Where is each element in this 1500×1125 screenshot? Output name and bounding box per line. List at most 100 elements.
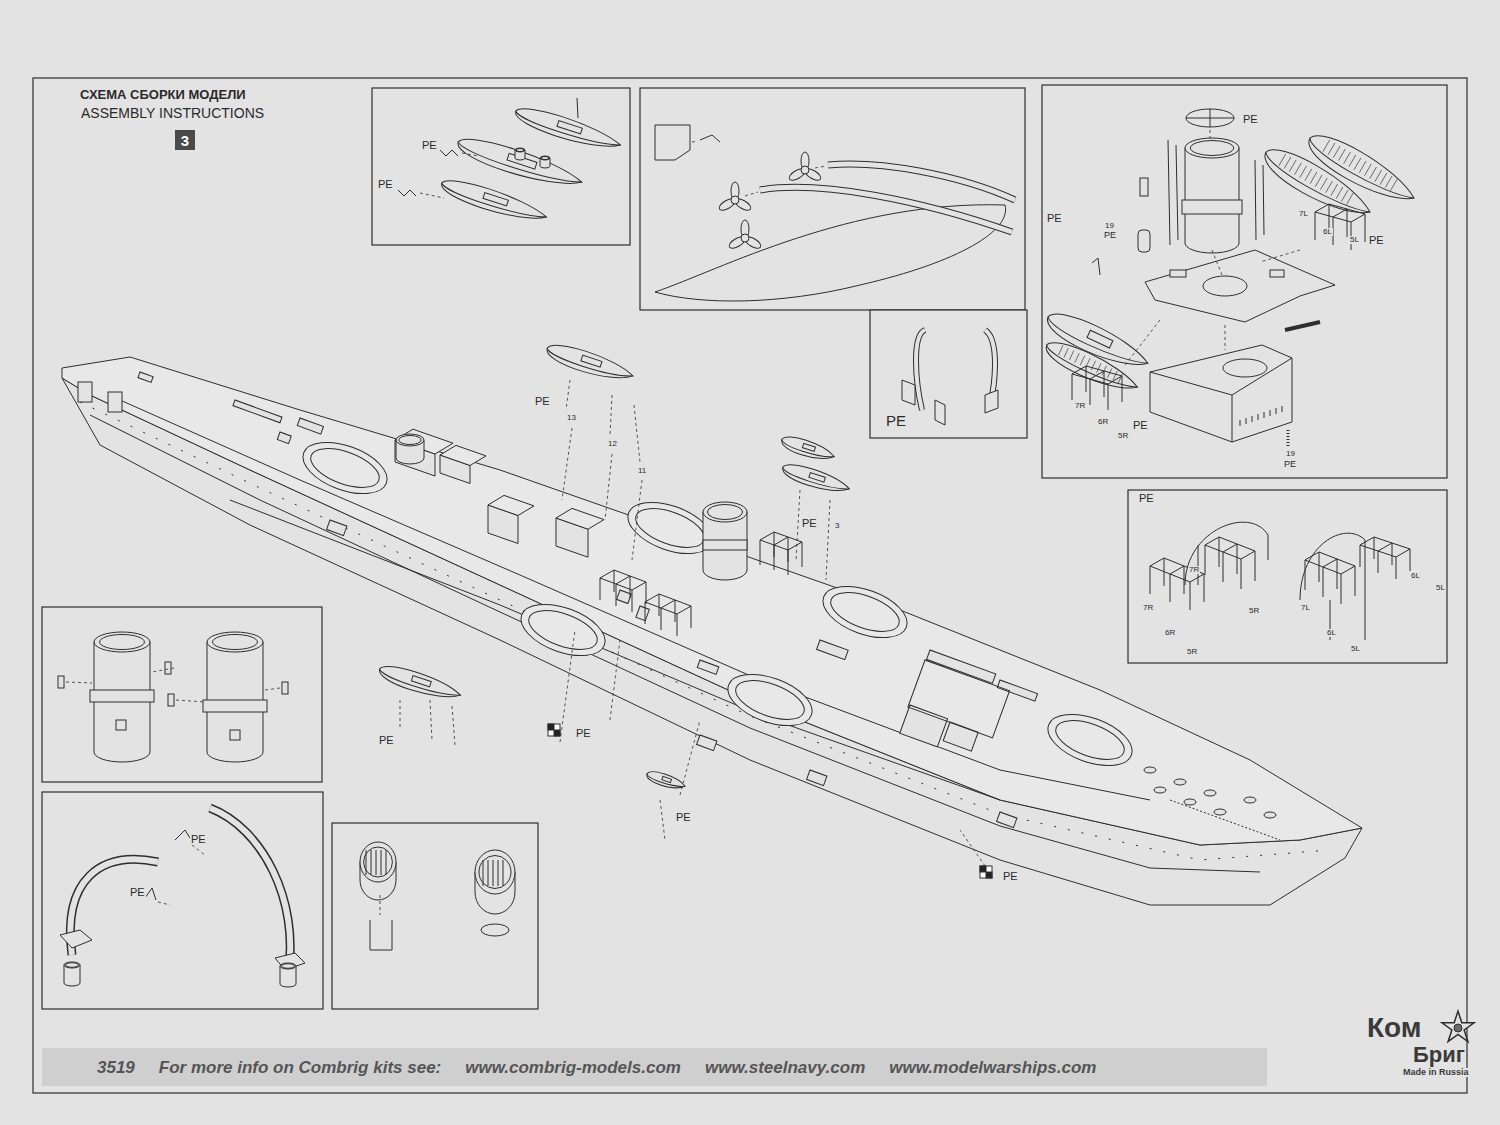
railing-bar	[600, 578, 632, 590]
louvre	[1264, 412, 1265, 418]
leader-line	[420, 193, 444, 198]
deck-fitting	[297, 418, 323, 434]
sheet-subtitle: ASSEMBLY INSTRUCTIONS	[80, 106, 265, 120]
railing-rung	[1072, 366, 1086, 374]
barbette	[721, 664, 819, 735]
railing-post	[645, 602, 646, 624]
maker-logo-text: Ком	[1366, 1014, 1423, 1042]
railing-rung	[1223, 544, 1237, 552]
railing-post	[1190, 582, 1191, 610]
boat-cabin	[581, 355, 602, 367]
footer-text: www.combrig-models.com	[465, 1059, 681, 1076]
callout-label: PE	[1002, 871, 1019, 882]
railing-post	[1104, 371, 1105, 397]
boat	[512, 102, 623, 155]
railing-frame	[1150, 558, 1204, 610]
propeller-shaft-fill	[828, 164, 1015, 200]
leader-line	[192, 845, 205, 855]
block-hole	[1223, 359, 1267, 377]
boat-thwart	[1359, 161, 1366, 173]
boat	[544, 340, 636, 387]
railing-rung	[1378, 543, 1392, 551]
boat-deck	[646, 769, 687, 790]
propeller-hub	[741, 234, 749, 242]
deck-fitting	[927, 650, 996, 683]
boat-deck	[1044, 335, 1142, 393]
railing-frame	[645, 594, 691, 636]
railing-post	[616, 584, 617, 606]
boat-thwart	[1075, 353, 1079, 363]
deck-fitting	[636, 606, 650, 621]
leader-line	[660, 800, 665, 840]
deck-fitting	[617, 590, 632, 604]
searchlight-base	[481, 924, 509, 936]
railing-post	[1360, 545, 1361, 567]
pe-icon	[548, 724, 560, 736]
searchlight-grill	[376, 850, 377, 875]
callout-label: 7R	[1188, 566, 1200, 574]
funnel-cap-spoke	[1210, 109, 1211, 127]
hull-bottom	[655, 205, 1006, 301]
detail-panel	[1042, 85, 1447, 478]
pe-plate	[168, 694, 174, 706]
bollard	[1144, 767, 1156, 773]
cylinder-rim	[707, 505, 742, 520]
railing-post	[1374, 537, 1375, 559]
railing-bar	[1305, 560, 1341, 574]
cylinder-rim	[516, 149, 524, 152]
cylinder-top	[540, 156, 550, 160]
boat-thwart	[1344, 152, 1351, 164]
leader-line	[176, 700, 205, 702]
deck-fitting	[233, 400, 282, 423]
boat-thwart	[1284, 157, 1291, 169]
boat-thwart	[1328, 143, 1335, 155]
searchlight-grill	[503, 860, 504, 886]
pe-icon	[980, 866, 992, 878]
boat-thwart	[1295, 163, 1302, 175]
funnel-stay	[1255, 160, 1256, 240]
railing-rung	[1351, 214, 1365, 222]
funnels-detail	[58, 632, 288, 762]
shield-frame	[1300, 533, 1365, 640]
railing-post	[1341, 574, 1342, 604]
leader-line	[692, 141, 698, 142]
callout-label: PE	[129, 887, 146, 898]
callout-label: PE	[575, 728, 592, 739]
leader-line	[632, 480, 642, 560]
boat-cabin	[1087, 330, 1113, 348]
railing-post	[675, 600, 676, 622]
callout-label: 11	[637, 467, 647, 475]
boat-thwart	[1364, 164, 1371, 176]
detail-panel	[332, 823, 538, 1009]
callout-label: PE	[421, 140, 438, 151]
callout-label: 5R	[1117, 432, 1129, 440]
boat-deck	[378, 661, 463, 701]
railing-post	[1347, 209, 1348, 237]
railing-post	[661, 608, 662, 630]
funnel-cap	[1186, 109, 1234, 127]
railing-bar	[1205, 545, 1241, 559]
cylinder-top	[515, 148, 525, 152]
boat-deck	[514, 102, 623, 151]
railing-post	[1086, 366, 1087, 392]
crane-jib-fill	[210, 808, 290, 975]
funnel-door	[116, 720, 126, 730]
propeller-hub	[801, 166, 809, 174]
searchlight-fork	[370, 920, 392, 950]
detail-panel	[372, 88, 630, 245]
boat	[645, 769, 687, 793]
barbette-ring	[1051, 713, 1130, 768]
callout-label: 7R	[1074, 402, 1086, 410]
boat	[779, 433, 836, 464]
railing-rung	[677, 606, 691, 614]
leader-line	[745, 192, 758, 196]
pe-part	[1092, 258, 1100, 275]
cylinder-rim	[399, 436, 421, 445]
step-number-box: 3	[175, 130, 195, 150]
deckhouse-top	[488, 495, 534, 515]
callout-label: 19	[1104, 222, 1115, 230]
railing-post	[1072, 374, 1073, 400]
bollard	[1264, 812, 1276, 818]
railing-frame	[1205, 537, 1255, 589]
